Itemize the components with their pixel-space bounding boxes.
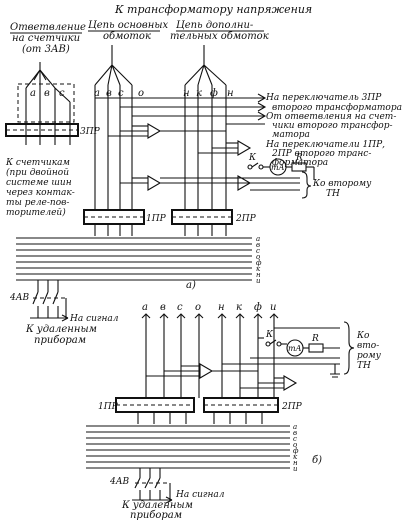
svg-text:ф: ф xyxy=(210,88,218,99)
svg-text:Ко второму: Ко второму xyxy=(312,179,372,189)
col1-line1: Ответвление xyxy=(10,22,86,33)
top-title: К трансформатору напряжения xyxy=(114,3,312,16)
svg-text:приборам: приборам xyxy=(130,510,182,520)
svg-text:ф: ф xyxy=(254,302,262,313)
svg-text:ф: ф xyxy=(256,259,262,267)
svg-text:н: н xyxy=(218,302,225,313)
svg-text:с: с xyxy=(256,247,260,255)
svg-text:через контак-: через контак- xyxy=(6,188,75,198)
svg-text:К счетчикам: К счетчикам xyxy=(5,158,70,168)
col3-line2: тельных обмоток xyxy=(170,31,269,42)
svg-text:R: R xyxy=(295,153,303,163)
svg-text:а: а xyxy=(256,235,260,243)
svg-text:и: и xyxy=(270,302,276,313)
svg-text:ты реле-пов-: ты реле-пов- xyxy=(6,198,69,208)
svg-text:в: в xyxy=(106,88,112,99)
svg-text:и: и xyxy=(293,465,298,473)
svg-text:о: о xyxy=(256,253,260,261)
svg-text:н: н xyxy=(293,459,298,467)
svg-text:чики второго трансфор-: чики второго трансфор- xyxy=(272,121,393,131)
svg-text:4АВ: 4АВ xyxy=(9,293,30,303)
svg-text:2ПР: 2ПР xyxy=(281,402,303,412)
svg-text:От ответвления на счет-: От ответвления на счет- xyxy=(266,112,396,122)
svg-text:mA: mA xyxy=(271,163,285,172)
svg-text:На сигнал: На сигнал xyxy=(69,314,119,324)
svg-text:(при двойной: (при двойной xyxy=(6,167,69,178)
svg-text:К удаленным: К удаленным xyxy=(121,500,193,511)
svg-text:вто-: вто- xyxy=(357,341,379,351)
svg-text:К удаленным: К удаленным xyxy=(25,324,97,335)
svg-text:с: с xyxy=(118,88,124,99)
svg-text:системе шин: системе шин xyxy=(6,178,72,188)
svg-text:а: а xyxy=(30,88,36,99)
svg-text:ТН: ТН xyxy=(326,189,340,199)
svg-text:mA: mA xyxy=(288,344,302,353)
svg-text:с: с xyxy=(59,88,65,99)
svg-text:приборам: приборам xyxy=(34,335,86,346)
svg-text:3ПР: 3ПР xyxy=(80,127,101,137)
svg-text:Ко: Ко xyxy=(356,331,370,341)
svg-text:с: с xyxy=(177,302,183,313)
col2-line1: Цепь основных xyxy=(88,20,168,31)
svg-text:и: и xyxy=(256,277,261,285)
svg-text:На сигнал: На сигнал xyxy=(175,490,225,500)
col3-line1: Цепь дополни- xyxy=(176,20,254,31)
svg-text:б): б) xyxy=(312,455,322,466)
svg-text:ТН: ТН xyxy=(357,361,371,371)
svg-text:К: К xyxy=(248,153,257,163)
svg-text:второго трансформатора: второго трансформатора xyxy=(272,103,402,113)
svg-text:2ПР второго транс-: 2ПР второго транс- xyxy=(271,149,371,159)
col1-line2: на счетчики xyxy=(12,33,80,44)
col2-line2: обмоток xyxy=(103,31,151,42)
svg-text:н: н xyxy=(256,271,261,279)
svg-text:R: R xyxy=(311,334,319,344)
svg-text:н: н xyxy=(227,88,234,99)
svg-text:На переключатель 3ПР: На переключатель 3ПР xyxy=(265,93,382,103)
svg-text:н: н xyxy=(183,88,190,99)
svg-text:к: к xyxy=(196,88,202,99)
svg-text:матора: матора xyxy=(272,130,310,140)
svg-text:1ПР: 1ПР xyxy=(98,402,119,412)
svg-text:торителей): торителей) xyxy=(6,207,66,218)
svg-text:о: о xyxy=(138,88,144,99)
svg-text:с: с xyxy=(293,435,297,443)
svg-text:к: к xyxy=(236,302,242,313)
svg-text:к: к xyxy=(293,453,298,461)
svg-text:а): а) xyxy=(186,280,196,291)
svg-text:рому: рому xyxy=(357,351,382,361)
svg-text:2ПР: 2ПР xyxy=(235,214,257,224)
svg-text:1ПР: 1ПР xyxy=(146,214,167,224)
svg-text:ф: ф xyxy=(293,447,299,455)
svg-text:а: а xyxy=(293,423,297,431)
svg-text:а: а xyxy=(94,88,100,99)
svg-text:а: а xyxy=(142,302,148,313)
svg-text:4АВ: 4АВ xyxy=(109,477,130,487)
svg-text:К: К xyxy=(265,330,274,340)
svg-text:На переключатели 1ПР,: На переключатели 1ПР, xyxy=(265,140,385,150)
svg-text:в: в xyxy=(256,241,260,249)
svg-text:о: о xyxy=(195,302,201,313)
svg-text:к: к xyxy=(256,265,261,273)
svg-text:в: в xyxy=(44,88,50,99)
col1-line3: (от 3АВ) xyxy=(22,44,70,55)
svg-text:в: в xyxy=(160,302,166,313)
svg-text:о: о xyxy=(293,441,297,449)
svg-text:в: в xyxy=(293,429,297,437)
